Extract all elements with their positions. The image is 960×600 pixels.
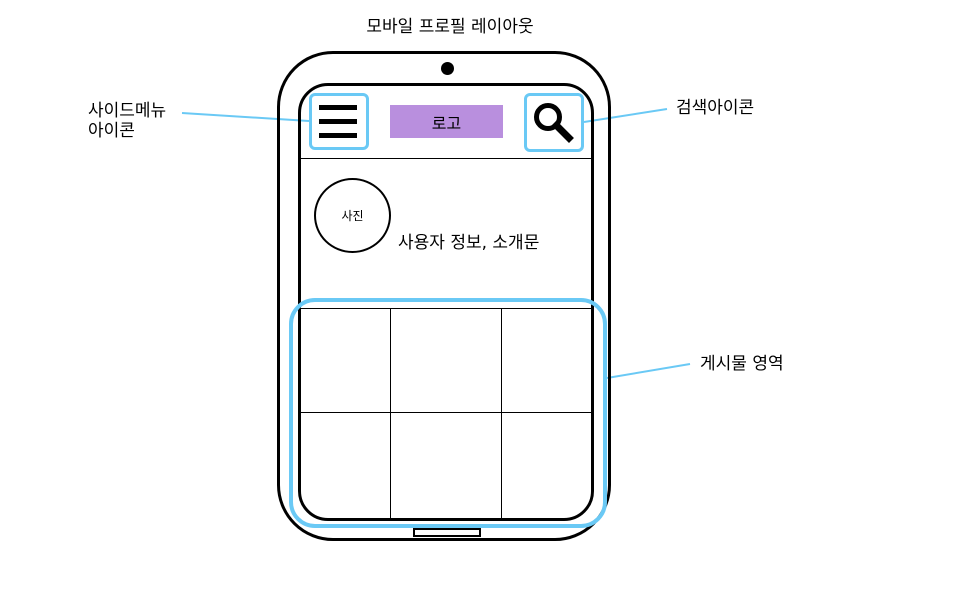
search-button[interactable] bbox=[524, 93, 584, 152]
side-menu-annotation: 사이드메뉴 아이콘 bbox=[88, 101, 166, 141]
user-info-text: 사용자 정보, 소개문 bbox=[398, 233, 540, 253]
diagram-title: 모바일 프로필 레이아웃 bbox=[366, 17, 534, 37]
grid-line-col2 bbox=[501, 308, 502, 518]
side-menu-button[interactable] bbox=[309, 93, 369, 150]
side-menu-annotation-line1: 사이드메뉴 bbox=[88, 101, 167, 121]
logo-placeholder[interactable]: 로고 bbox=[390, 105, 503, 138]
front-camera bbox=[441, 62, 454, 75]
home-button[interactable] bbox=[413, 528, 481, 537]
phone-frame bbox=[277, 51, 611, 541]
side-menu-connector bbox=[181, 112, 310, 122]
search-icon-annotation: 검색아이콘 bbox=[676, 98, 755, 118]
profile-photo-label: 사진 bbox=[341, 209, 364, 223]
logo-label: 로고 bbox=[431, 113, 462, 133]
header-divider bbox=[301, 158, 592, 159]
grid-line-col1 bbox=[390, 308, 391, 518]
profile-photo[interactable]: 사진 bbox=[314, 178, 391, 253]
search-icon-connector bbox=[583, 108, 668, 123]
magnifier-icon bbox=[534, 103, 574, 143]
side-menu-annotation-line2: 아이콘 bbox=[88, 121, 135, 141]
posts-area-annotation: 게시물 영역 bbox=[700, 354, 784, 374]
posts-area-connector bbox=[606, 363, 691, 379]
posts-area-highlight bbox=[289, 298, 607, 528]
grid-line-middle bbox=[301, 412, 592, 413]
grid-line-top bbox=[301, 308, 592, 309]
